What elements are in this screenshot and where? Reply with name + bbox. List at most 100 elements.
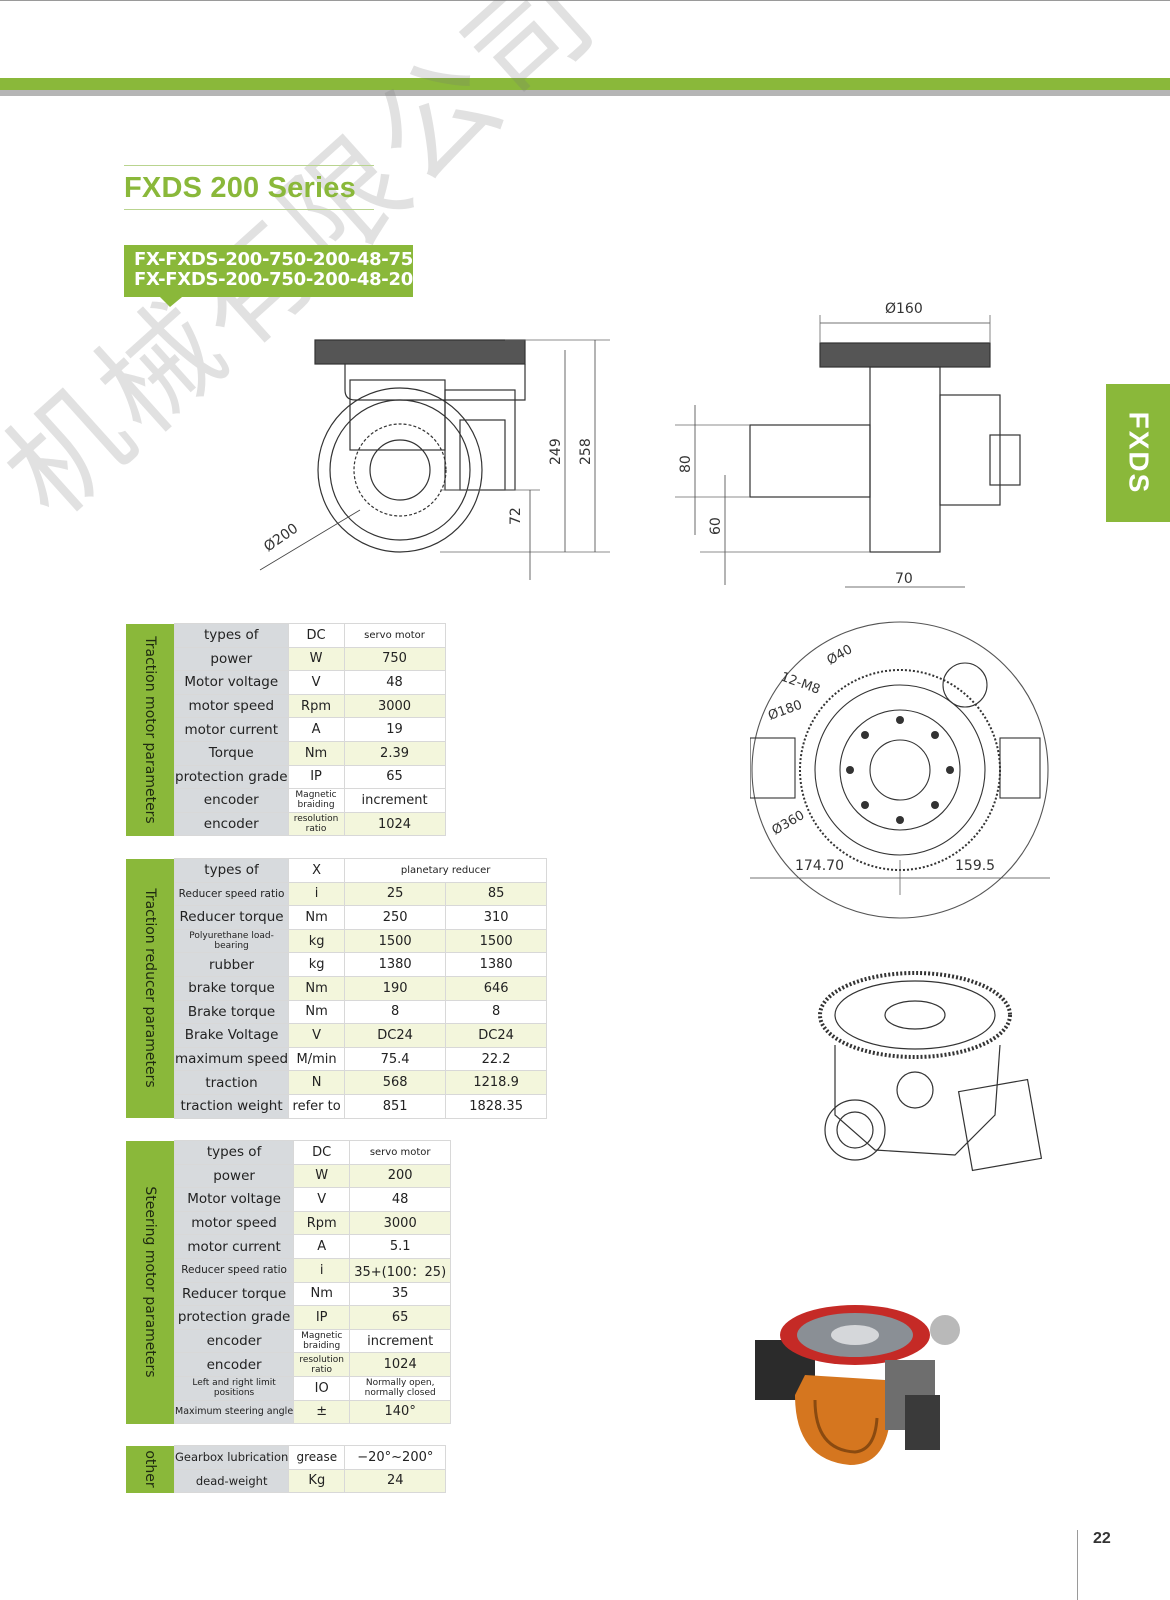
top-view-drawing: Ø40 12-M8 Ø180 Ø360 174.70 159.5: [750, 621, 1050, 919]
header-grey-bar: [0, 90, 1170, 96]
table-row-label: protection grade: [174, 764, 289, 790]
table-row-unit: DC: [293, 1140, 351, 1165]
table-cell-option-1: 851: [344, 1093, 447, 1119]
other-group-label: other: [126, 1445, 175, 1493]
table-row-unit: IO: [293, 1375, 351, 1401]
table-row-unit: V: [288, 1023, 346, 1048]
table-row-unit: refer to: [288, 1093, 346, 1119]
table-row-label: encoder: [174, 811, 289, 837]
table-row-unit: A: [293, 1234, 351, 1259]
table-row-value: 750: [343, 646, 446, 672]
table-cell-option-1: DC24: [344, 1023, 447, 1048]
product-photo: [755, 1305, 960, 1465]
table-row-unit: DC: [287, 623, 345, 648]
table-row-unit: resolution ratio: [293, 1352, 351, 1377]
top-border-line: [0, 0, 1170, 1]
table-row-value: 140°: [349, 1399, 452, 1425]
table-row-unit: Nm: [288, 999, 346, 1025]
table-row-unit: A: [287, 717, 345, 742]
table-row-label: dead-weight: [173, 1468, 290, 1494]
model-number-box: FX-FXDS-200-750-200-48-75 FX-FXDS-200-75…: [124, 245, 413, 297]
table-row-value: 65: [349, 1305, 452, 1330]
table-row-value: servo motor: [349, 1140, 452, 1165]
table-row-label: encoder: [174, 788, 289, 813]
table-row-unit: kg: [288, 952, 346, 977]
table-row-value: planetary reducer: [344, 858, 548, 883]
dim-174-70: 174.70: [795, 858, 844, 874]
table-row-value: servo motor: [343, 623, 446, 648]
table-row-label: motor speed: [174, 693, 289, 719]
table-row-label: Motor voltage: [173, 1187, 295, 1212]
table-row-value: 200: [349, 1163, 452, 1189]
isometric-line-drawing: [818, 971, 1043, 1172]
table-cell-option-2: 1500: [445, 928, 548, 954]
table-row-label: brake torque: [173, 975, 290, 1001]
table-row-label: Gearbox lubrication: [173, 1445, 290, 1470]
side-view-drawing: Ø200 72 249 258: [259, 339, 610, 580]
table-row-label: Polyurethane load-bearing: [173, 928, 290, 954]
table-row-label: Reducer torque: [173, 1281, 295, 1307]
table-row-unit: ±: [293, 1399, 351, 1425]
series-title-block: FXDS 200 Series: [124, 165, 374, 210]
table-row-value: 35+(100：25): [349, 1257, 452, 1283]
table-row-label: Maximum steering angle: [173, 1399, 295, 1425]
table-row-value: 35: [349, 1281, 452, 1307]
table-row-value: increment: [349, 1328, 452, 1354]
table-row-unit: Magnetic braiding: [287, 788, 345, 813]
table-row-label: motor current: [173, 1234, 295, 1259]
table-row-unit: W: [293, 1163, 351, 1189]
table-row-unit: Rpm: [287, 693, 345, 719]
table-row-label: types of: [174, 623, 289, 648]
table-row-value: 48: [349, 1187, 452, 1212]
model-box-pointer: [160, 297, 182, 307]
steering-motor-table: Steering motor parameters types of DC se…: [126, 1140, 452, 1425]
dim-diameter-200: Ø200: [261, 521, 301, 556]
table-row-value: −20°~200°: [344, 1445, 447, 1470]
table-row-value: increment: [343, 788, 446, 813]
table-row-unit: Nm: [287, 740, 345, 766]
table-row-value: 2.39: [343, 740, 446, 766]
table-cell-option-1: 250: [344, 905, 447, 930]
table-row-value: 1024: [343, 811, 446, 837]
table-row-value: 3000: [343, 693, 446, 719]
table-cell-option-2: DC24: [445, 1023, 548, 1048]
table-row-unit: IP: [287, 764, 345, 790]
dim-258: 258: [578, 438, 594, 465]
table-cell-option-2: 1380: [445, 952, 548, 977]
dim-diameter-160: Ø160: [885, 301, 923, 317]
table-row-unit: W: [287, 646, 345, 672]
traction-motor-table: Traction motor parameters types of DC se…: [126, 623, 446, 837]
page-number: 22: [1093, 1530, 1111, 1547]
table-cell-option-1: 568: [344, 1070, 447, 1095]
table-row-label: Left and right limit positions: [173, 1375, 295, 1401]
dim-70: 70: [895, 571, 913, 587]
model-number-1: FX-FXDS-200-750-200-48-75: [134, 249, 413, 270]
table-cell-option-2: 1218.9: [445, 1070, 548, 1095]
dim-80: 80: [678, 455, 694, 473]
table-row-unit: i: [293, 1257, 351, 1283]
table-row-label: types of: [173, 858, 290, 883]
footer-rule: [1077, 1530, 1078, 1600]
table-row-unit: V: [287, 670, 345, 695]
dim-60: 60: [708, 517, 724, 535]
table-cell-option-1: 25: [344, 881, 447, 907]
table-row-label: motor current: [174, 717, 289, 742]
table-row-value: 65: [343, 764, 446, 790]
table-row-unit: X: [288, 858, 346, 883]
table-row-label: maximum speed: [173, 1046, 290, 1072]
table-cell-option-2: 8: [445, 999, 548, 1025]
steering-motor-group-label: Steering motor parameters: [126, 1140, 175, 1424]
table-row-unit: Rpm: [293, 1210, 351, 1236]
table-row-label: Motor voltage: [174, 670, 289, 695]
table-row-label: traction: [173, 1070, 290, 1095]
side-tab-label: FXDS: [1123, 411, 1154, 495]
traction-motor-group-label: Traction motor parameters: [126, 623, 175, 836]
table-cell-option-2: 22.2: [445, 1046, 548, 1072]
table-row-label: rubber: [173, 952, 290, 977]
table-cell-option-2: 310: [445, 905, 548, 930]
table-row-value: 1024: [349, 1352, 452, 1377]
table-row-unit: V: [293, 1187, 351, 1212]
dim-12-m8: 12-M8: [779, 670, 822, 698]
table-row-unit: IP: [293, 1305, 351, 1330]
dim-diameter-360: Ø360: [770, 808, 808, 839]
